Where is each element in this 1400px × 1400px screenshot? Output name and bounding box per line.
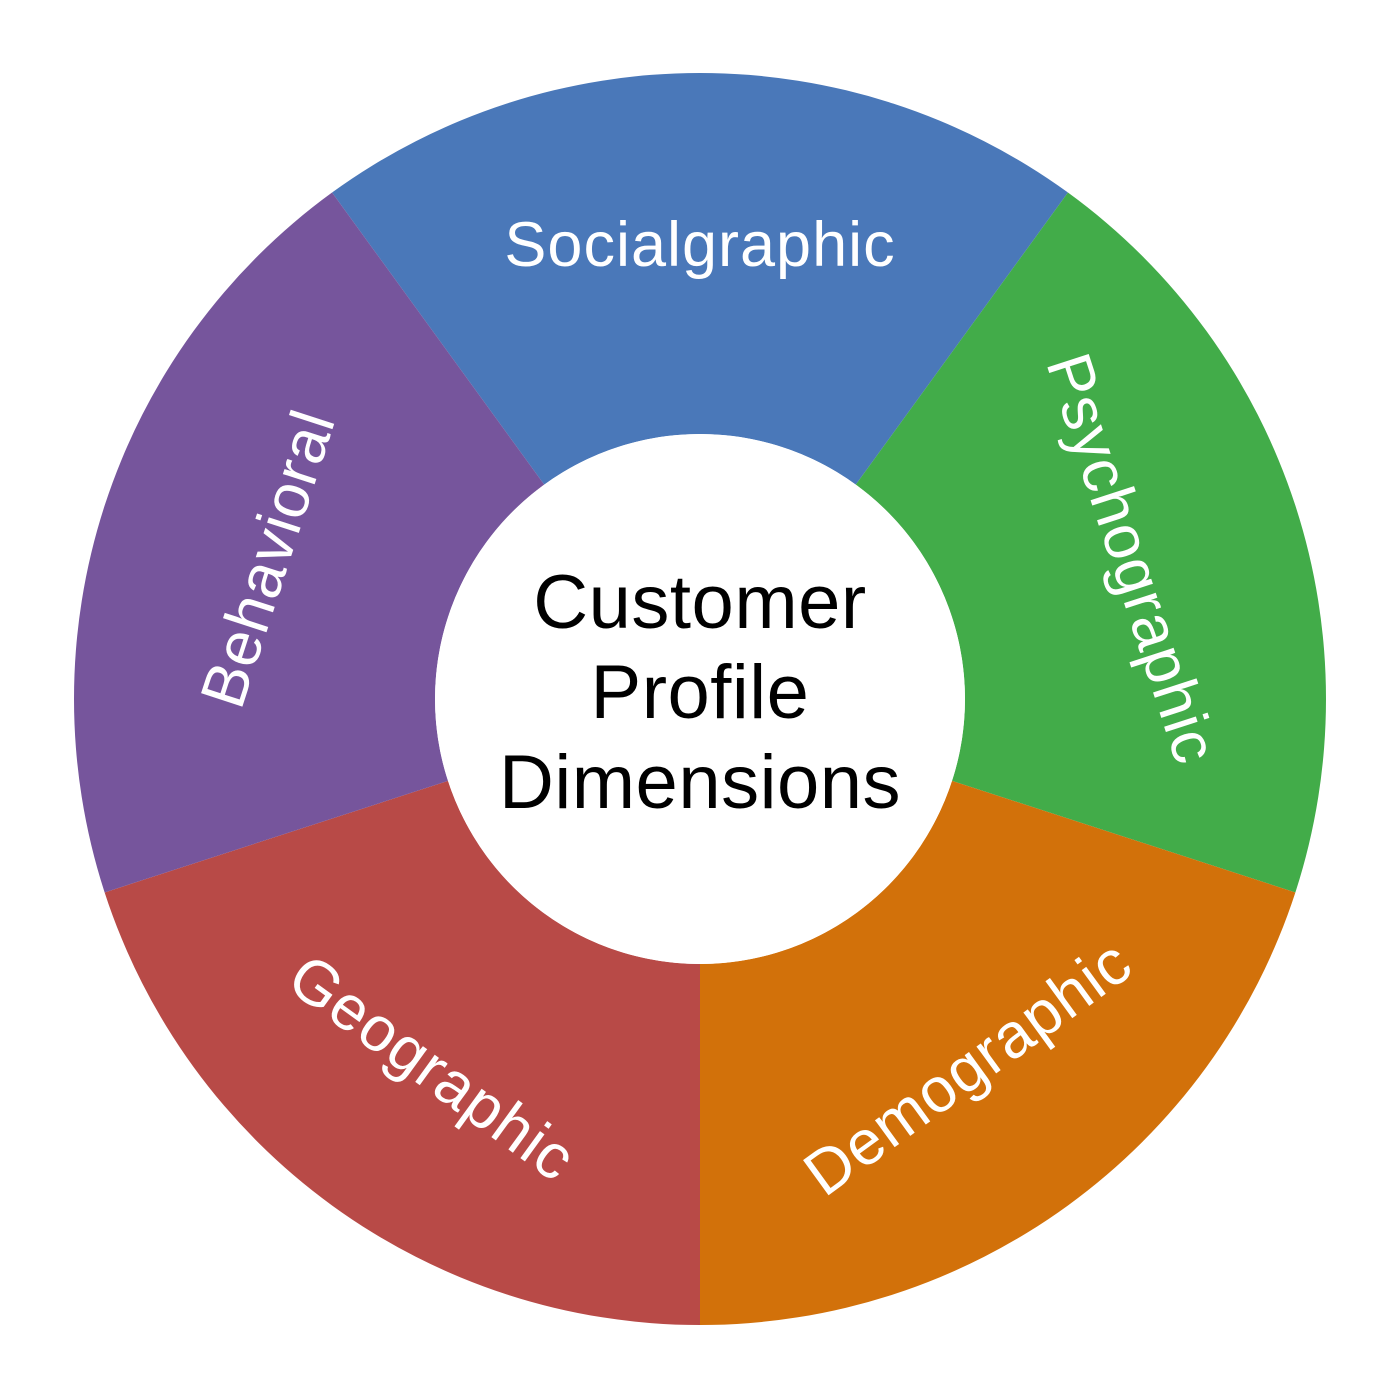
segment-psychographic bbox=[855, 192, 1326, 893]
segment-socialgraphic bbox=[332, 73, 1068, 485]
segment-demographic bbox=[700, 780, 1296, 1325]
segment-label-socialgraphic: Socialgraphic bbox=[504, 210, 895, 280]
segment-geographic bbox=[104, 780, 700, 1325]
donut-segments-layer bbox=[74, 73, 1326, 1325]
center-circle bbox=[435, 434, 965, 964]
center-title-line-1: Customer bbox=[533, 560, 866, 645]
segment-behavioral bbox=[74, 192, 545, 893]
center-title-line-2: Profile bbox=[591, 650, 810, 735]
center-title-line-3: Dimensions bbox=[499, 740, 901, 825]
center-title-group: Customer Profile Dimensions bbox=[499, 560, 901, 825]
